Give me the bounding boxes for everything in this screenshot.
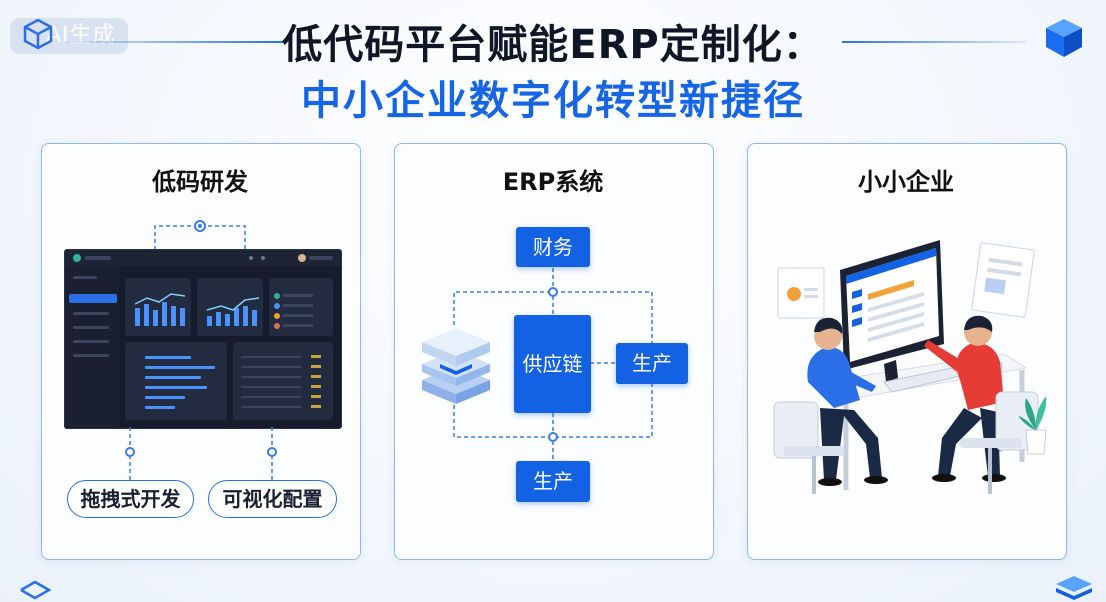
page-subtitle: 中小企业数字化转型新捷径	[301, 78, 805, 124]
floating-document-right	[971, 242, 1035, 318]
erp-node-finance: 财务	[516, 227, 590, 267]
cube-icon	[1046, 19, 1082, 57]
layers-stack-icon	[1056, 576, 1092, 600]
feature-pill-drag-drop: 拖拽式开发	[67, 480, 194, 518]
feature-pill-visual-config: 可视化配置	[208, 480, 337, 518]
plant-icon	[1018, 396, 1047, 455]
title-decor-line-left	[64, 41, 284, 43]
cube-outline-icon	[23, 18, 53, 50]
erp-node-supply-chain: 供应链	[514, 315, 591, 413]
panel-erp-title: ERP系统	[502, 168, 604, 196]
page-title: 低代码平台赋能ERP定制化：	[282, 22, 824, 68]
dashboard-mockup	[64, 249, 342, 429]
stack-outline-icon	[20, 580, 52, 600]
erp-flow-connectors	[453, 268, 653, 461]
panel-sme-title: 小小企业	[858, 168, 954, 196]
dashboard-mockup-graphic	[65, 250, 341, 428]
watermark-label: AI生成	[46, 23, 116, 48]
erp-node-production-bottom: 生产	[516, 461, 590, 502]
ai-generated-watermark: AI生成	[10, 18, 128, 54]
dashboard-bottom-connectors	[125, 427, 277, 480]
panel-lowcode-title: 低码研发	[152, 168, 248, 196]
floating-document-left	[777, 267, 825, 319]
title-decor-line-right	[842, 41, 1026, 43]
dashboard-top-connector	[154, 220, 246, 250]
people-at-computer-illustration	[773, 240, 1047, 494]
layers-icon	[422, 328, 490, 404]
erp-node-production-right: 生产	[616, 343, 688, 384]
